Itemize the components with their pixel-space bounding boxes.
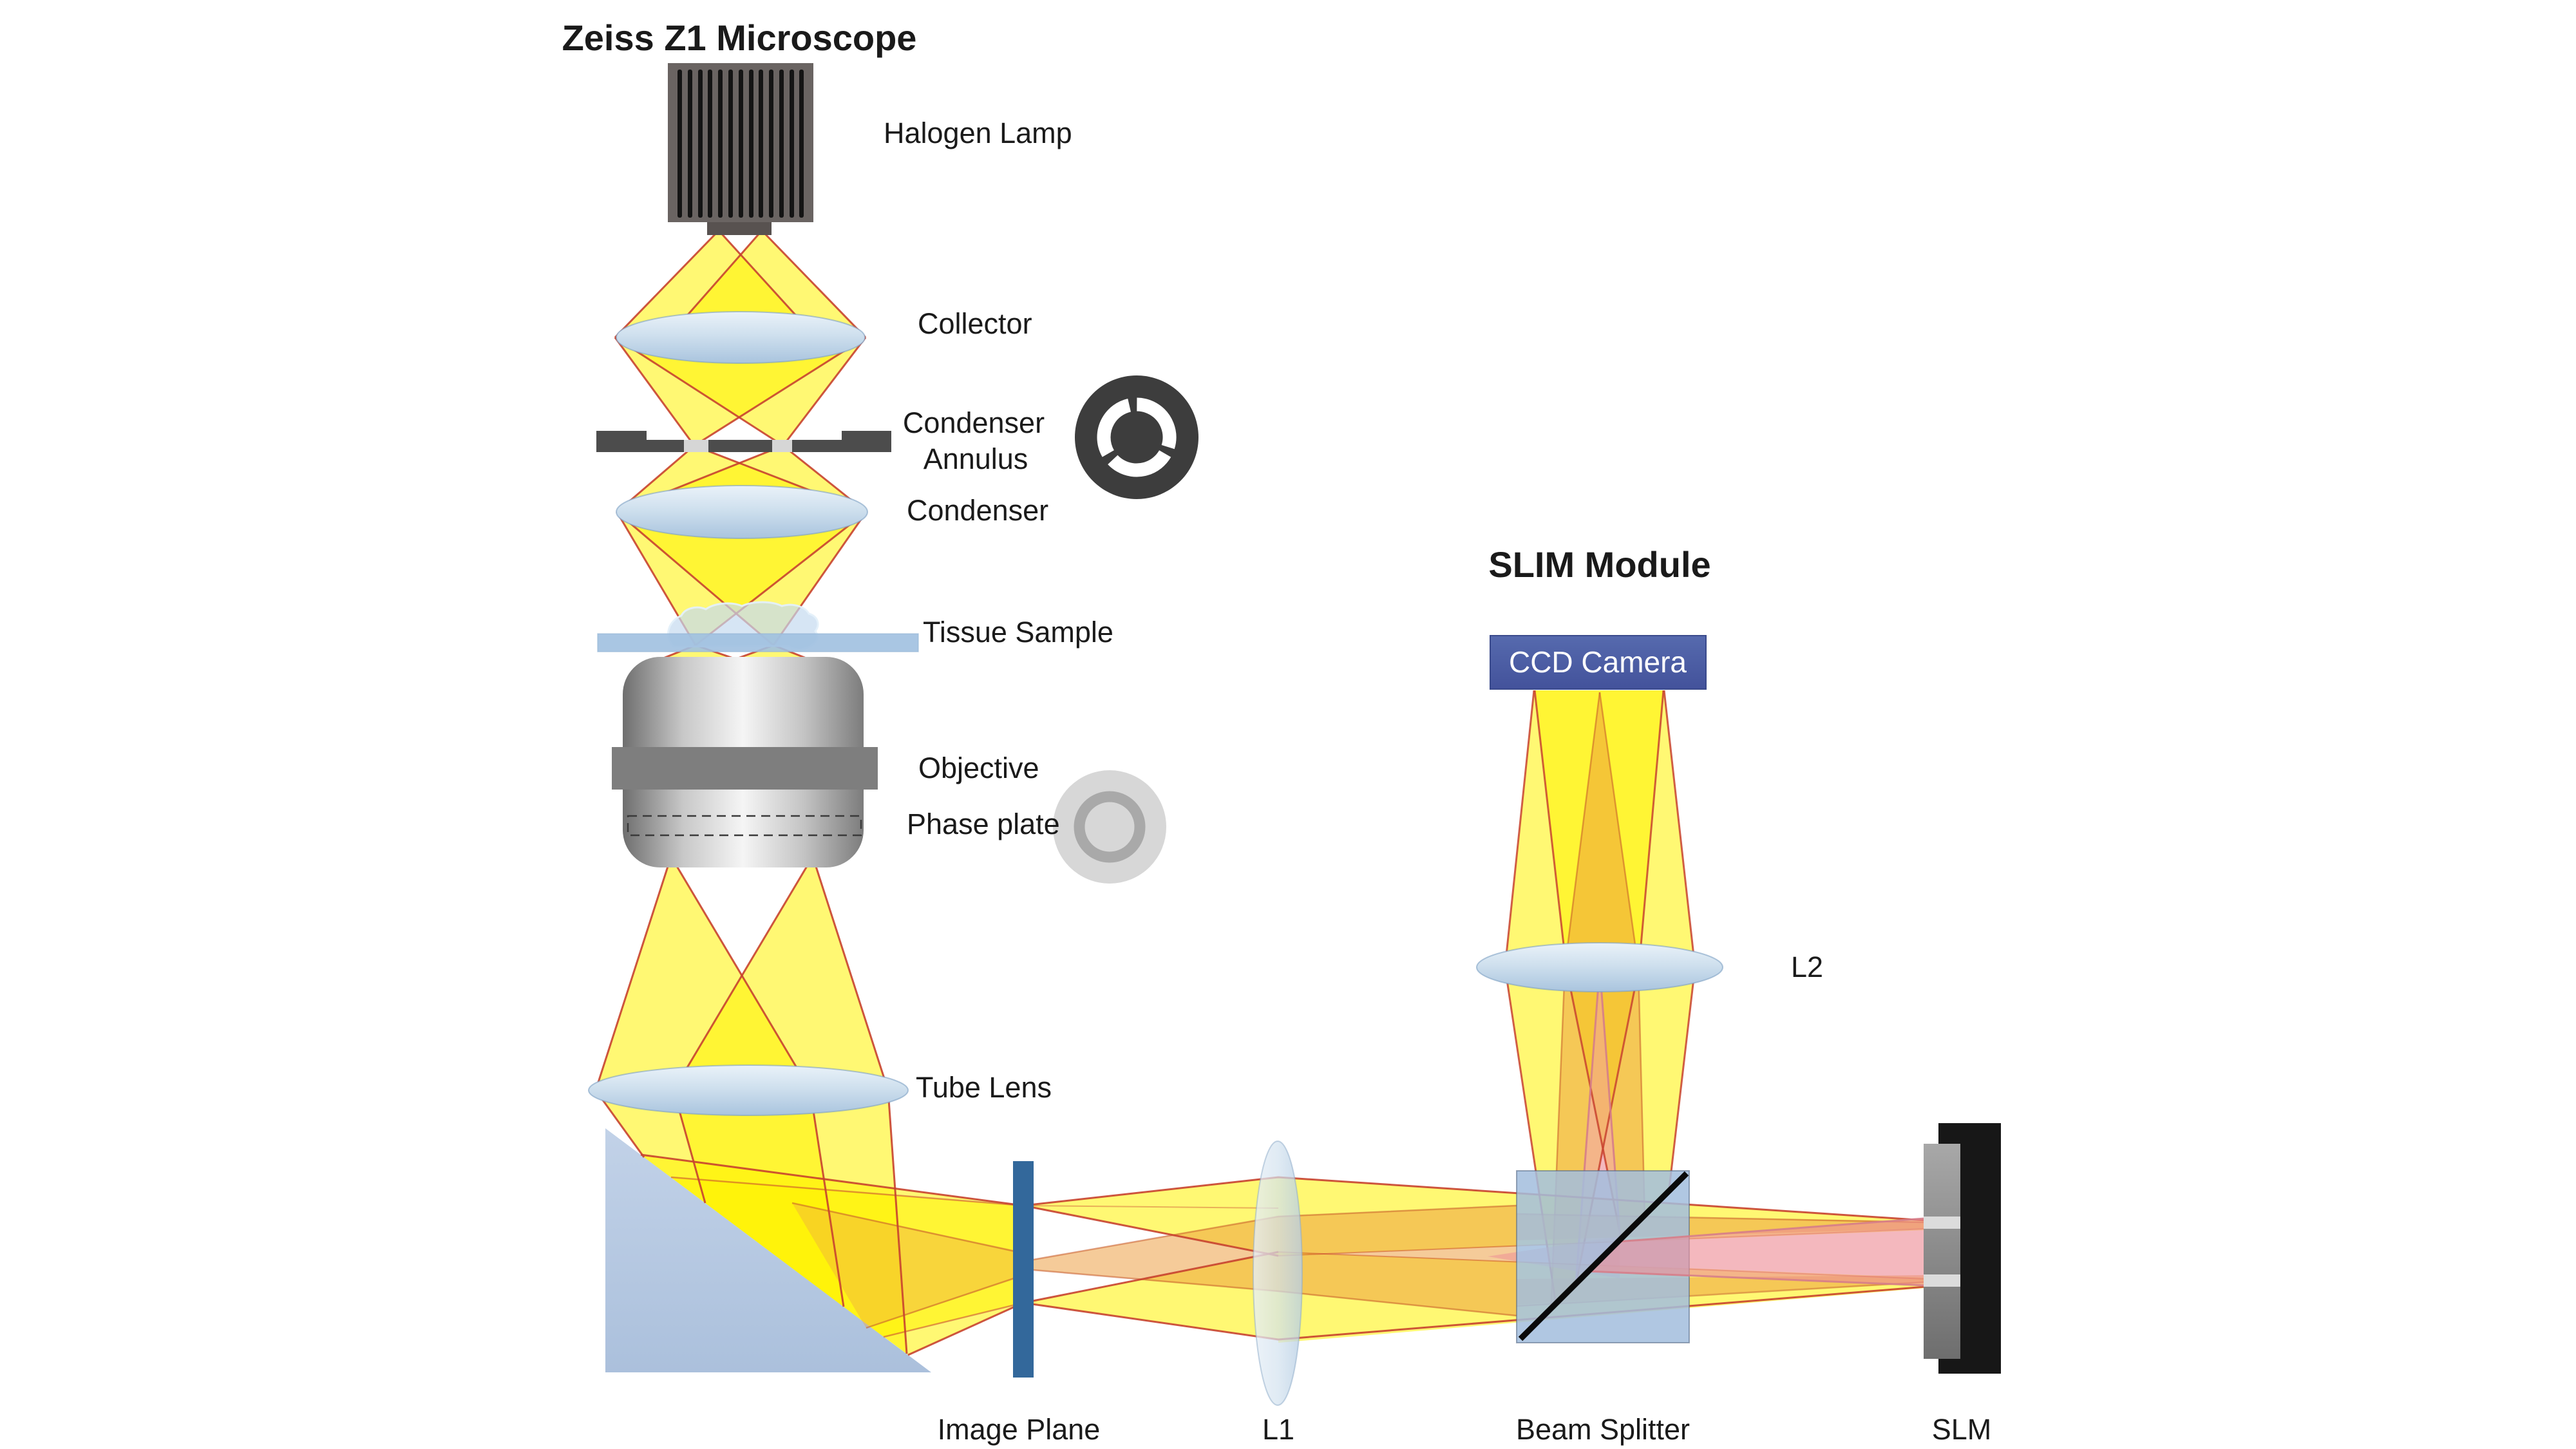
slm-panel <box>1924 1123 2001 1374</box>
beam-pink-to-slm <box>1587 1217 1925 1287</box>
label-slm: SLM <box>1932 1413 1992 1446</box>
phase-plate-icon <box>1053 770 1166 884</box>
objective-body <box>612 657 878 867</box>
ccd-camera: CCD Camera <box>1490 635 1707 690</box>
halogen-lamp <box>668 63 813 235</box>
label-image-plane: Image Plane <box>938 1413 1101 1446</box>
tube-lens <box>588 1065 909 1116</box>
label-condenser-annulus-1: Condenser <box>903 406 1045 439</box>
l1-lens <box>1253 1141 1303 1406</box>
title-microscope: Zeiss Z1 Microscope <box>562 17 917 58</box>
label-l1: L1 <box>1262 1413 1294 1446</box>
label-condenser-annulus-2: Annulus <box>923 442 1028 475</box>
l2-lens <box>1476 942 1723 992</box>
tissue-slide <box>597 633 919 652</box>
label-tissue-sample: Tissue Sample <box>923 616 1113 649</box>
label-tube-lens: Tube Lens <box>916 1071 1052 1104</box>
label-beam-splitter: Beam Splitter <box>1516 1413 1690 1446</box>
ccd-camera-label: CCD Camera <box>1509 645 1687 679</box>
image-plane-bar <box>1013 1161 1034 1378</box>
condenser-annulus-icon <box>1075 375 1198 499</box>
condenser-annulus <box>596 431 891 452</box>
condenser-lens <box>616 485 868 539</box>
label-phase-plate: Phase plate <box>907 808 1060 840</box>
beam-splitter-diagonal <box>1518 1171 1689 1341</box>
phase-plate-dashed-outline <box>627 815 862 837</box>
label-l2: L2 <box>1791 951 1823 983</box>
label-condenser: Condenser <box>907 494 1048 527</box>
collector-lens <box>616 311 866 364</box>
label-collector: Collector <box>918 307 1032 340</box>
title-slim: SLIM Module <box>1488 544 1710 585</box>
label-halogen-lamp: Halogen Lamp <box>884 117 1072 149</box>
label-objective: Objective <box>918 752 1039 784</box>
labels: Zeiss Z1 Microscope SLIM Module Halogen … <box>562 17 1992 1446</box>
